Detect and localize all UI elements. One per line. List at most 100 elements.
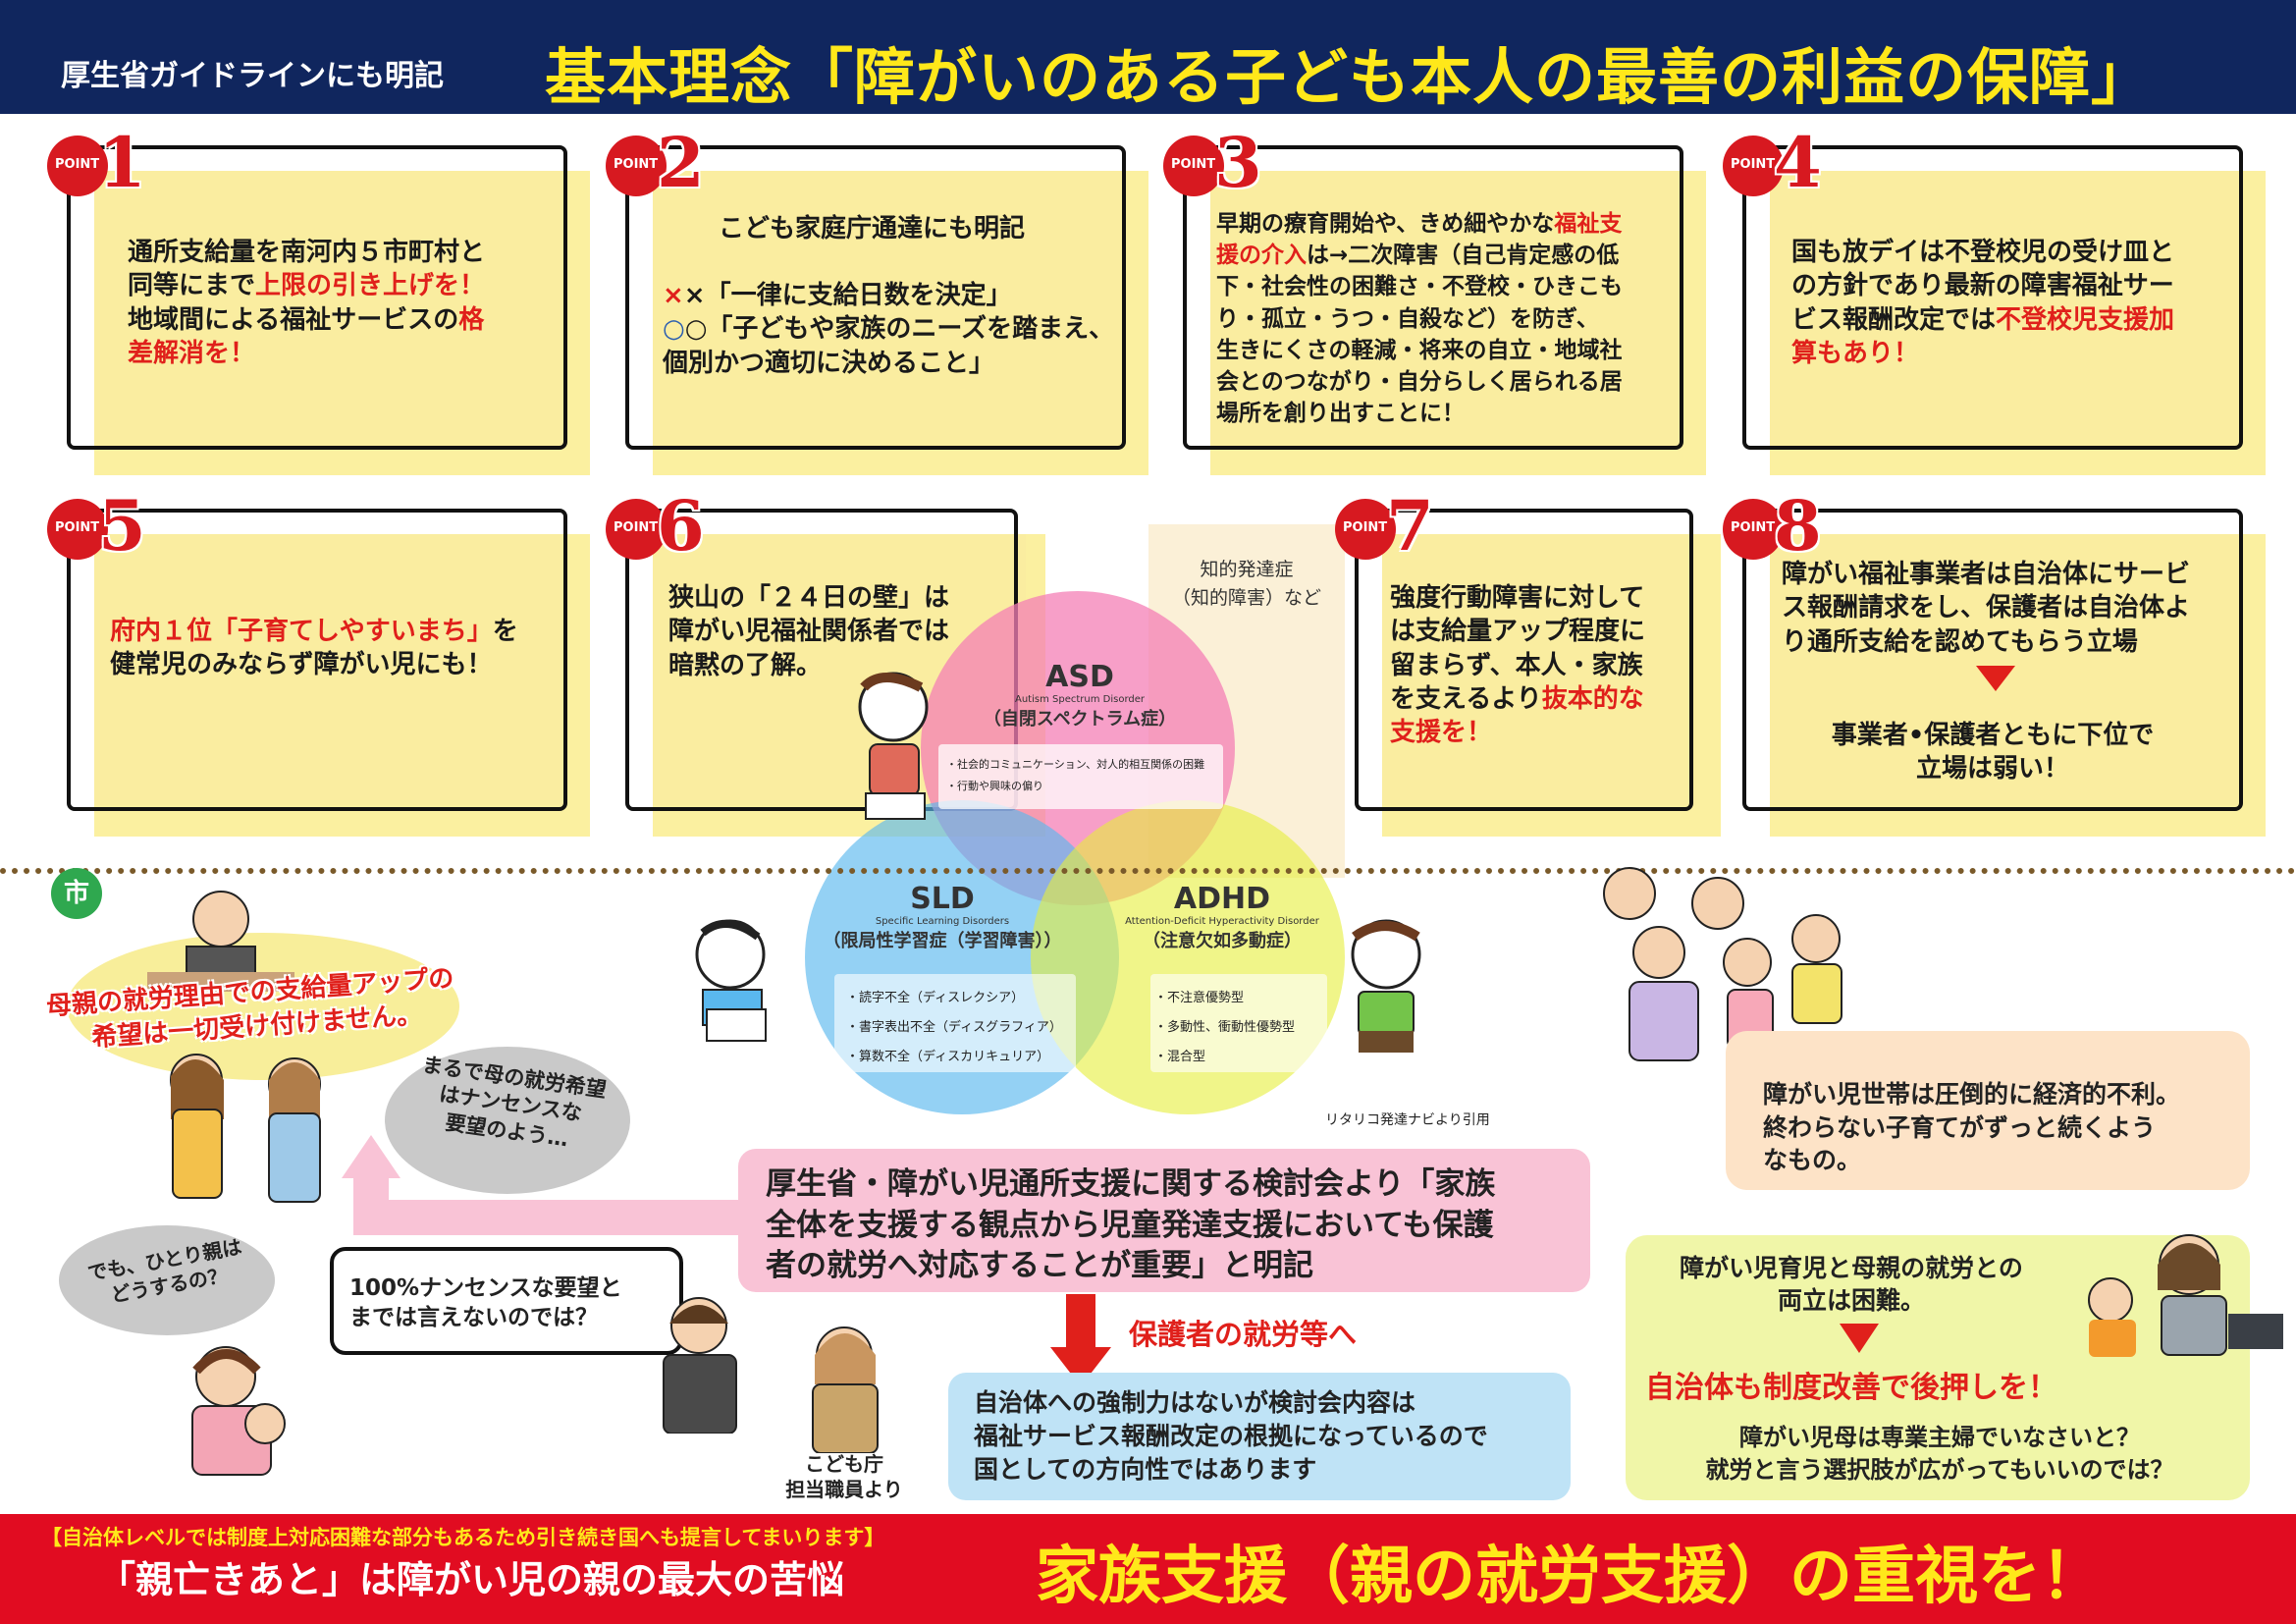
venn-diagram [805, 591, 1345, 1114]
agency-text: 自治体への強制力はないが検討会内容は福祉サービス報酬改定の根拠になっているので国… [974, 1388, 1488, 1484]
mhlw-statement-box [738, 1149, 1590, 1292]
footer-note: 【自治体レベルでは制度上対応困難な部分もあるため引き続き国へも提言してまいります… [41, 1526, 885, 1549]
section-divider [0, 868, 2296, 874]
header-title: 基本理念「障がいのある子ども本人の最善の利益の保障」 [545, 41, 2154, 113]
text-line: 場所を創り出すことに！ [1216, 401, 1465, 427]
speech-text: 100%ナンセンスな要望とまでは言えないのでは？ [349, 1275, 622, 1330]
highlight-text: 支援を！ [1390, 718, 1493, 748]
agency-staff-illustration [812, 1326, 879, 1453]
adhd-items: ・不注意優勢型・多動性、衝動性優勢型・混合型 [1154, 991, 1296, 1064]
text-line: 障がい福祉事業者は自治体にサービ [1782, 560, 2191, 589]
intellectual-disability-note: 知的発達症（知的障害）など [1171, 559, 1321, 609]
text-line: 通所支給量を南河内５市町村と [128, 238, 486, 267]
agency-box [948, 1373, 1571, 1500]
text-line: 健常児のみならず障がい児にも！ [110, 650, 493, 680]
header-subtitle: 厚生省ガイドラインにも明記 [61, 59, 444, 93]
text-line: 事業者•保護者ともに下位で [1831, 721, 2155, 750]
pink-arrow-shaft-v [353, 1174, 389, 1235]
city-official-illustration [147, 891, 294, 992]
text-line: 狭山の「２４日の壁」は [668, 583, 950, 613]
economic-box [1726, 1031, 2250, 1190]
highlight-text: 上限の引き上げを！ [255, 271, 486, 301]
text-line: ○「子どもや家族のニーズを踏まえ、 [684, 314, 1115, 345]
city-official-illustration-bg [67, 933, 459, 1080]
text-line: ビス報酬改定では [1791, 304, 1997, 335]
text-line: 下・社会性の困難さ・不登校・ひきこも [1216, 274, 1623, 300]
text-line: 会とのつながり・自分らしく居られる居 [1216, 368, 1623, 395]
text-line: 早期の療育開始や、きめ細やかな [1216, 211, 1555, 237]
asd-label: ASD Autism Spectrum Disorder （自閉スペクトラム症） [983, 660, 1177, 730]
arrow-label: 保護者の就労等へ [1129, 1318, 1358, 1351]
working-mother-illustration [2088, 1234, 2283, 1357]
pink-arrow-shaft-h [353, 1200, 746, 1235]
header-bar [0, 0, 2296, 114]
red-arrow-shaft [1066, 1294, 1095, 1349]
text-line: 個別かつ適切に決めること」 [663, 348, 995, 378]
text-line: 生きにくさの軽減・将来の自立・地域社 [1216, 337, 1623, 363]
asd-items: ・社会的コミュニケーション、対人的相互関係の困難・行動や興味の偏り [946, 758, 1205, 792]
highlight-text: 府内１位「子育てしやすいまち」 [110, 617, 493, 646]
text-line: 国も放デイは不登校児の受け皿と [1791, 238, 2175, 267]
mhlw-statement-text: 厚生省・障がい児通所支援に関する検討会より「家族全体を支援する観点から児童発達支… [766, 1166, 1496, 1284]
venn-source: リタリコ発達ナビより引用 [1325, 1112, 1490, 1128]
work-balance-box [1626, 1235, 2250, 1500]
text-line: は→二次障害（自己肯定感の低 [1307, 243, 1620, 269]
footer-bar [0, 1514, 2296, 1624]
sld-items-box [834, 974, 1076, 1072]
text-line: り通所支給を認めてもらう立場 [1782, 626, 2138, 657]
highlight-text: 福祉支 [1554, 211, 1623, 237]
asd-items-box [938, 744, 1223, 809]
pink-arrow-head [342, 1135, 400, 1178]
text-line: を [492, 617, 518, 646]
text-line: ス報酬請求をし、保護者は自治体よ [1782, 593, 2191, 623]
municipality-support-text: 自治体も制度改善で後押しを！ [1645, 1371, 2057, 1405]
child-sitting-illustration [858, 672, 929, 820]
work-balance-arrow [1840, 1324, 1879, 1353]
highlight-text: 抜本的な [1541, 683, 1644, 714]
city-badge: 市 [51, 868, 102, 919]
down-arrow-icon [1976, 666, 2015, 691]
text-line: 立場は弱い！ [1915, 754, 2069, 785]
sld-items: ・読字不全（ディスレクシア）・書字表出不全（ディスグラフィア）・算数不全（ディス… [846, 991, 1062, 1064]
economic-text: 障がい児世帯は圧倒的に経済的不利。終わらない子育てがずっと続くようなもの。 [1763, 1080, 2181, 1174]
adhd-label: ADHD Attention-Deficit Hyperactivity Dis… [1125, 882, 1319, 951]
text-line: ×「一律に支給日数を決定」 [683, 281, 1012, 310]
text-line: は支給量アップ程度に [1390, 617, 1646, 647]
highlight-text: 算もあり！ [1791, 338, 1920, 368]
thought-cloud-2 [59, 1225, 275, 1335]
card-heading: こども家庭庁通達にも明記 [719, 214, 1026, 244]
single-mother-illustration [191, 1346, 286, 1476]
text-line: を支えるより [1390, 683, 1542, 714]
text-line: 暗黙の了解。 [668, 650, 823, 680]
disabled-children-illustration [1603, 867, 1842, 1061]
text-line: 強度行動障害に対して [1390, 583, 1645, 613]
child-running-illustration [1351, 919, 1421, 1053]
text-line: 障がい児福祉関係者では [668, 617, 950, 647]
text-line: り・孤立・うつ・自殺など）を防ぎ、 [1216, 305, 1599, 332]
text-line: の方針であり最新の障害福祉サー [1791, 271, 2174, 301]
mothers-illustration [170, 1054, 321, 1203]
thought-cloud-1 [385, 1047, 630, 1194]
footer-right-text: 家族支援（親の就労支援）の重視を！ [1036, 1541, 2104, 1613]
highlight-text: 差解消を！ [128, 338, 256, 368]
text-line: 留まらず、本人・家族 [1390, 650, 1643, 680]
highlight-text: 格 [458, 304, 485, 335]
adhd-items-box [1150, 974, 1327, 1072]
speech-box [330, 1247, 683, 1355]
sld-label: SLD Specific Learning Disorders （限局性学習症（… [823, 882, 1062, 951]
footer-left-text: 「親亡きあと」は障がい児の親の最大の苦悩 [98, 1558, 845, 1601]
